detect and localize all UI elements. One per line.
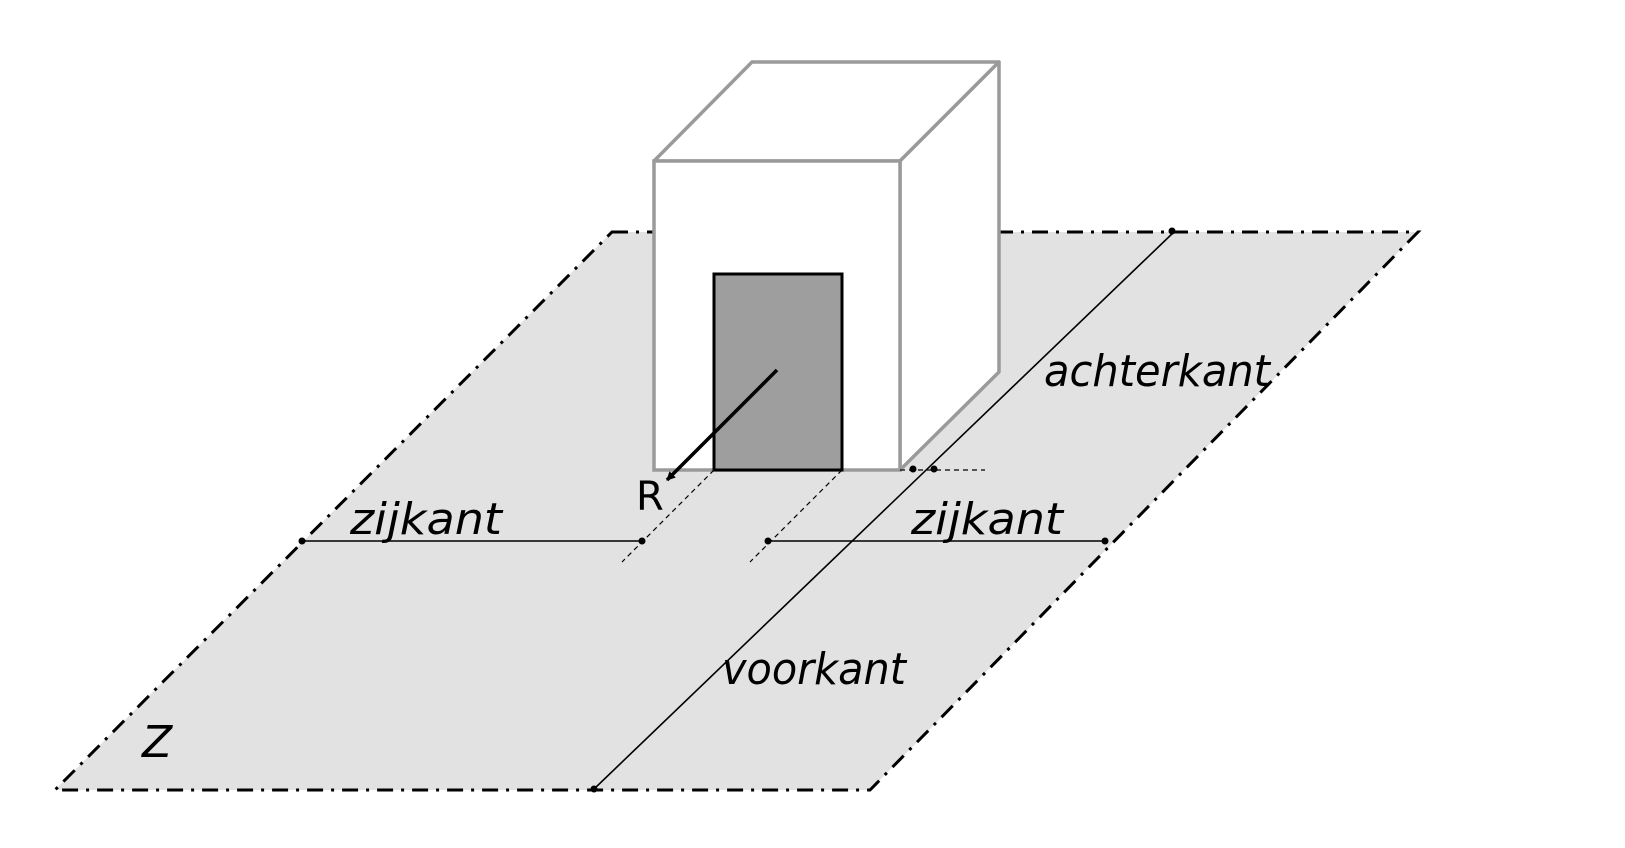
label-plane: Z (141, 717, 173, 768)
point (298, 537, 306, 545)
door (712, 272, 844, 472)
point (909, 465, 917, 473)
ground-plane (51, 230, 1422, 792)
point (1168, 227, 1176, 235)
label-back: achterkant (1044, 346, 1272, 397)
point (764, 537, 772, 545)
point (930, 465, 938, 473)
point (638, 537, 646, 545)
arrow-r (665, 368, 779, 482)
point (590, 785, 598, 793)
label-side-left: zijkant (349, 494, 504, 545)
axis-line (593, 230, 1176, 790)
point (1101, 537, 1109, 545)
points (298, 227, 1176, 793)
label-point-r: R (636, 474, 664, 520)
door-projection-right (749, 469, 843, 563)
box (652, 60, 1001, 472)
door-projection-left (621, 469, 715, 563)
construction-lines (302, 230, 1176, 790)
label-side-right: zijkant (910, 494, 1065, 545)
label-front: voorkant (722, 644, 908, 695)
